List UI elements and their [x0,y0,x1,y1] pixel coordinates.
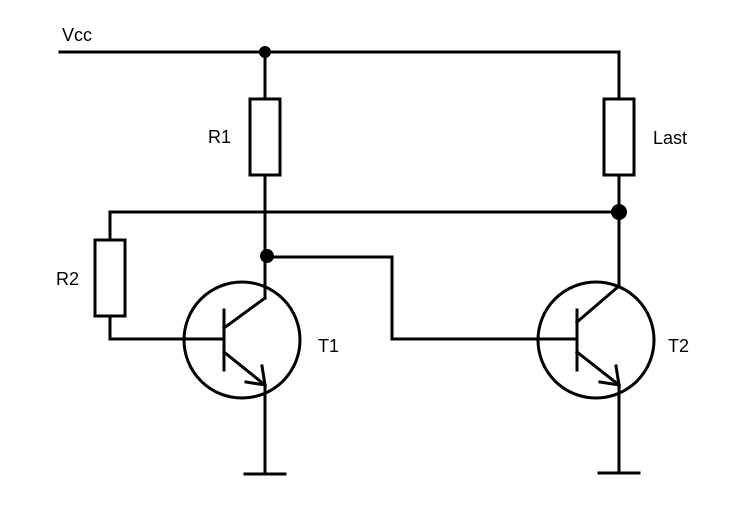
t2-collector-lead [574,283,622,325]
r1-label: R1 [208,127,231,147]
t2-emitter-lead [574,349,622,388]
r2-resistor [93,238,127,318]
r2-to-t1-base-wire [108,314,226,341]
t1-emitter-lead [221,349,268,388]
load-label: Last [653,128,687,148]
t2-transistor [536,280,656,475]
t2-collector-junction-dot [611,204,627,220]
t1-label: T1 [318,336,339,356]
load-resistor [602,97,636,177]
t1-collector-lead [221,295,268,331]
vcc-label: Vcc [62,25,92,45]
t1-envelope-circle [182,280,302,400]
t2-envelope-circle [536,280,656,400]
t1-transistor [182,280,302,476]
r2-label: R2 [56,269,79,289]
t1-to-t2-base-wire [265,255,579,341]
vcc-rail-wire [58,50,621,101]
feedback-wire [108,210,621,242]
r1-resistor [248,97,282,177]
t2-label: T2 [668,336,689,356]
